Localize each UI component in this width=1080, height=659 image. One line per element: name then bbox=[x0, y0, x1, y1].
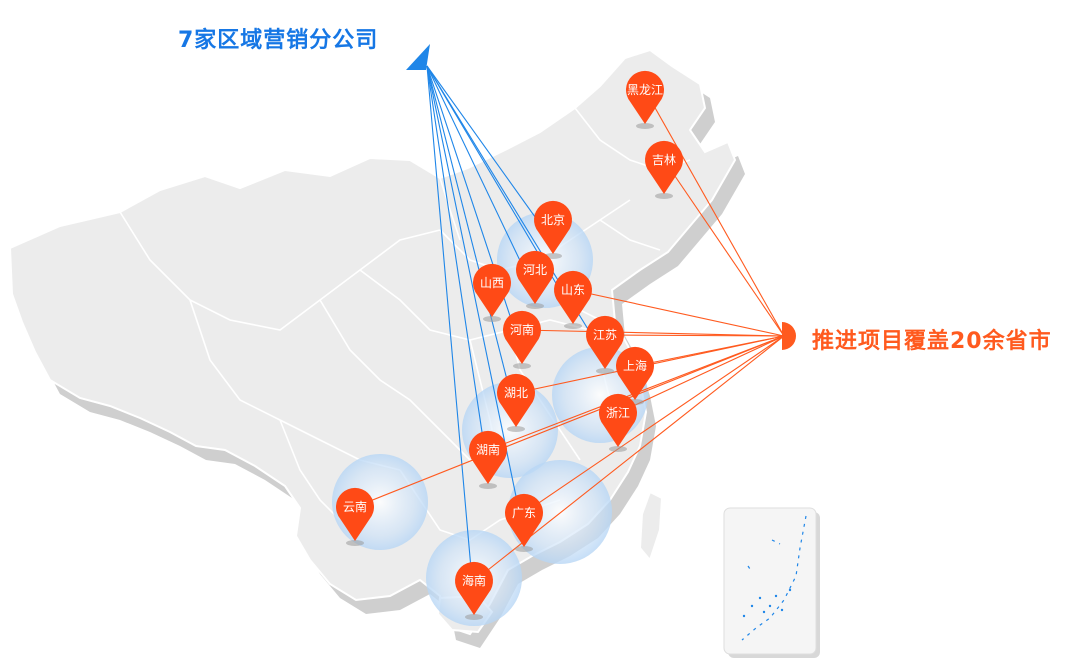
pin-label-jiangsu: 江苏 bbox=[593, 328, 617, 342]
pin-label-hunan: 湖南 bbox=[476, 442, 500, 457]
pin-hubei[interactable]: 湖北 bbox=[497, 373, 535, 432]
blue-line-beijing bbox=[426, 65, 554, 243]
province-pins: 黑龙江吉林北京河北山西山东河南 江苏上海湖北浙江湖南云南 广东海南 bbox=[336, 70, 683, 620]
map-pin-icon bbox=[469, 430, 508, 484]
pin-shadow bbox=[507, 426, 525, 432]
pin-jilin[interactable]: 吉林 bbox=[645, 140, 683, 199]
blue-line-hubei bbox=[426, 65, 517, 416]
pin-shadow bbox=[564, 323, 582, 329]
blue-line-hebei bbox=[426, 65, 536, 293]
pin-label-yunnan: 云南 bbox=[343, 499, 367, 514]
pin-label-shanghai: 上海 bbox=[623, 358, 647, 373]
map-pin-icon bbox=[505, 493, 543, 547]
pin-label-zhejiang: 浙江 bbox=[606, 406, 630, 420]
taiwan-island bbox=[638, 490, 664, 563]
pin-label-beijing: 北京 bbox=[541, 213, 565, 227]
pin-shadow bbox=[479, 483, 497, 489]
pin-shadow bbox=[465, 614, 483, 620]
blue-triangle-flag-icon bbox=[406, 44, 430, 70]
pin-shadow bbox=[513, 363, 531, 369]
map-pin-icon bbox=[516, 250, 554, 304]
regional-branch-headline: 7家区域营销分公司 bbox=[178, 28, 379, 53]
blue-line-guangdong bbox=[426, 65, 525, 536]
south-china-sea-inset bbox=[723, 507, 820, 658]
pin-zhejiang[interactable]: 浙江 bbox=[599, 393, 637, 452]
map-pin-icon bbox=[455, 561, 493, 615]
pin-shadow bbox=[346, 540, 364, 546]
blue-line-hunan bbox=[426, 65, 489, 473]
map-pin-icon bbox=[615, 346, 654, 400]
orange-line-jilin bbox=[663, 159, 785, 337]
pin-henan[interactable]: 河南 bbox=[503, 310, 541, 369]
pin-guangdong[interactable]: 广东 bbox=[505, 493, 543, 552]
orange-line-henan bbox=[521, 329, 785, 337]
blue-line-hainan bbox=[426, 65, 475, 604]
pin-shadow bbox=[655, 193, 673, 199]
map-pin-icon bbox=[336, 487, 375, 541]
pin-shandong[interactable]: 山东 bbox=[554, 270, 592, 329]
pin-label-hubei: 湖北 bbox=[504, 385, 528, 400]
blue-connection-lines bbox=[426, 65, 606, 604]
pin-beijing[interactable]: 北京 bbox=[534, 200, 572, 259]
map-pin-icon bbox=[599, 393, 637, 447]
pin-hebei[interactable]: 河北 bbox=[516, 250, 554, 309]
map-pin-icon bbox=[534, 200, 572, 254]
pin-shanxi[interactable]: 山西 bbox=[472, 263, 511, 322]
pin-hunan[interactable]: 湖南 bbox=[469, 430, 508, 489]
orange-line-heilongjiang bbox=[644, 89, 785, 337]
pin-label-shanxi: 山西 bbox=[480, 276, 504, 290]
map-pin-icon bbox=[626, 70, 664, 124]
pin-label-hebei: 河北 bbox=[523, 263, 547, 277]
map-pin-icon bbox=[497, 373, 535, 427]
pin-shadow bbox=[636, 123, 654, 129]
pin-label-jilin: 吉林 bbox=[652, 153, 676, 167]
orange-line-yunnan bbox=[354, 335, 785, 508]
orange-line-zhejiang bbox=[617, 335, 785, 414]
pin-label-hainan: 海南 bbox=[462, 573, 486, 588]
map-pin-icon bbox=[472, 263, 511, 317]
orange-line-guangdong bbox=[523, 335, 785, 514]
orange-line-shandong bbox=[572, 289, 785, 337]
blue-line-henan bbox=[426, 65, 523, 353]
pin-label-heilongjiang: 黑龙江 bbox=[627, 83, 663, 97]
pin-label-henan: 河南 bbox=[510, 322, 534, 337]
pin-shadow bbox=[526, 303, 544, 309]
map-pin-icon bbox=[586, 315, 624, 369]
pin-label-shandong: 山东 bbox=[561, 283, 585, 297]
map-pin-icon bbox=[503, 310, 541, 364]
coverage-headline: 推进项目覆盖20余省市 bbox=[812, 329, 1052, 354]
pin-label-guangdong: 广东 bbox=[512, 506, 536, 520]
pin-shadow bbox=[483, 316, 501, 322]
map-pin-icon bbox=[645, 140, 683, 194]
pin-jiangsu[interactable]: 江苏 bbox=[586, 315, 624, 374]
pin-yunnan[interactable]: 云南 bbox=[336, 487, 375, 546]
orange-half-circle-icon bbox=[782, 322, 796, 350]
pin-shadow bbox=[596, 368, 614, 374]
halo-guangdong bbox=[508, 460, 612, 564]
pin-shadow bbox=[609, 446, 627, 452]
pin-shadow bbox=[515, 546, 533, 552]
pin-heilongjiang[interactable]: 黑龙江 bbox=[626, 70, 664, 129]
map-pin-icon bbox=[554, 270, 592, 324]
pin-hainan[interactable]: 海南 bbox=[455, 561, 493, 620]
